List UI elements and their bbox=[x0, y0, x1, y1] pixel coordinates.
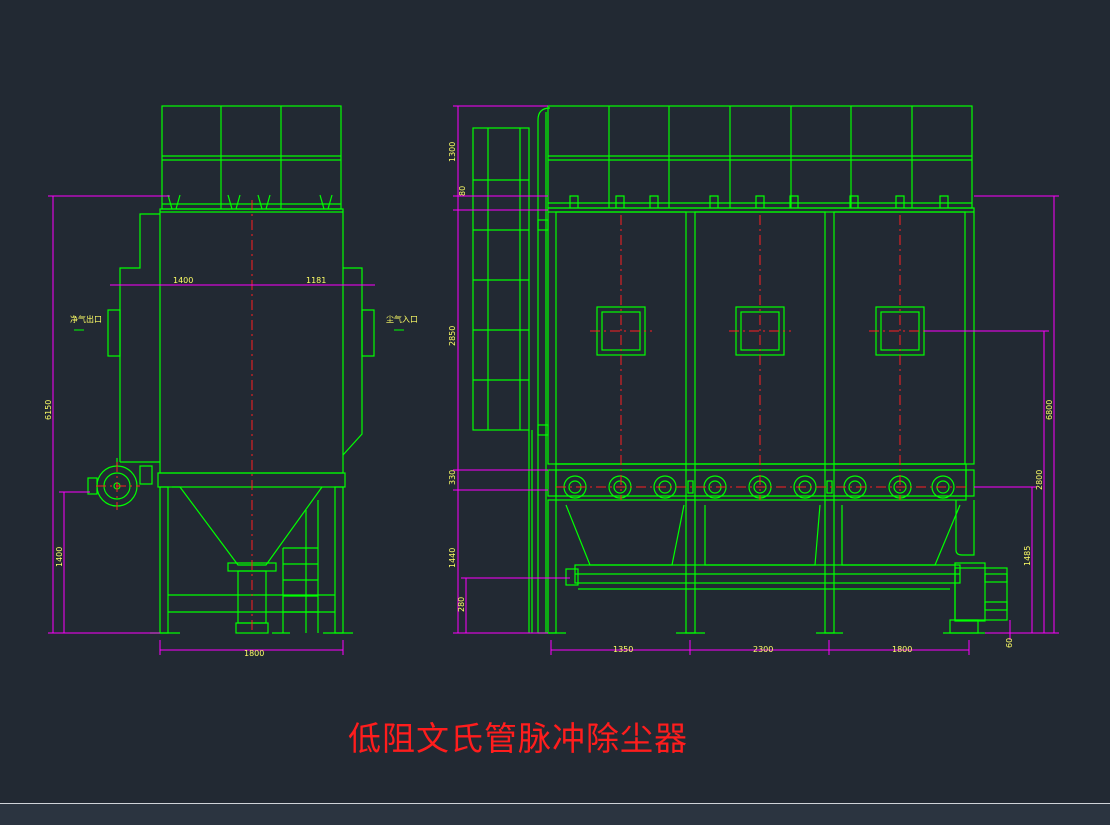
dim-front-body: 2850 bbox=[448, 326, 457, 346]
drawing-title: 低阻文氏管脉冲除尘器 bbox=[348, 719, 688, 758]
front-centerlines bbox=[556, 215, 966, 500]
dim-side-total-height: 6150 bbox=[44, 400, 53, 420]
dim-side-top-left: 1400 bbox=[173, 276, 193, 285]
clean-gas-outlet-label: 净气出口 bbox=[70, 314, 102, 324]
dim-side-bottom-width: 1800 bbox=[244, 649, 264, 658]
dim-front-right-low: 1485 bbox=[1023, 546, 1032, 566]
dim-front-right-mid: 2800 bbox=[1035, 470, 1044, 490]
dim-front-mid: 330 bbox=[448, 470, 457, 485]
dim-front-top: 1300 bbox=[448, 142, 457, 162]
dim-front-base: 280 bbox=[457, 597, 466, 612]
front-labels: 1300 80 2850 330 1440 280 6800 2800 1485… bbox=[448, 142, 1054, 654]
front-view bbox=[472, 105, 1008, 634]
side-centerlines bbox=[96, 200, 253, 630]
dim-front-right-total: 6800 bbox=[1045, 400, 1054, 420]
side-pulse-valve bbox=[87, 458, 138, 507]
side-dimensions bbox=[48, 195, 375, 655]
dim-front-right-small: 60 bbox=[1005, 638, 1014, 648]
dusty-gas-inlet-label: 尘气入口 bbox=[386, 314, 418, 324]
dim-front-bottom-2: 2300 bbox=[753, 645, 773, 654]
dim-side-support-height: 1400 bbox=[55, 547, 64, 567]
side-labels: 净气出口 尘气入口 1400 1181 6150 1400 1800 bbox=[44, 276, 418, 658]
side-view bbox=[107, 105, 375, 634]
dim-side-top-right: 1181 bbox=[306, 276, 326, 285]
dim-front-lower: 1440 bbox=[448, 548, 457, 568]
dim-front-bottom-1: 1350 bbox=[613, 645, 633, 654]
dim-front-small-top: 80 bbox=[458, 186, 467, 196]
front-dimensions bbox=[453, 105, 1059, 655]
dim-front-bottom-3: 1800 bbox=[892, 645, 912, 654]
status-bar bbox=[0, 803, 1110, 825]
